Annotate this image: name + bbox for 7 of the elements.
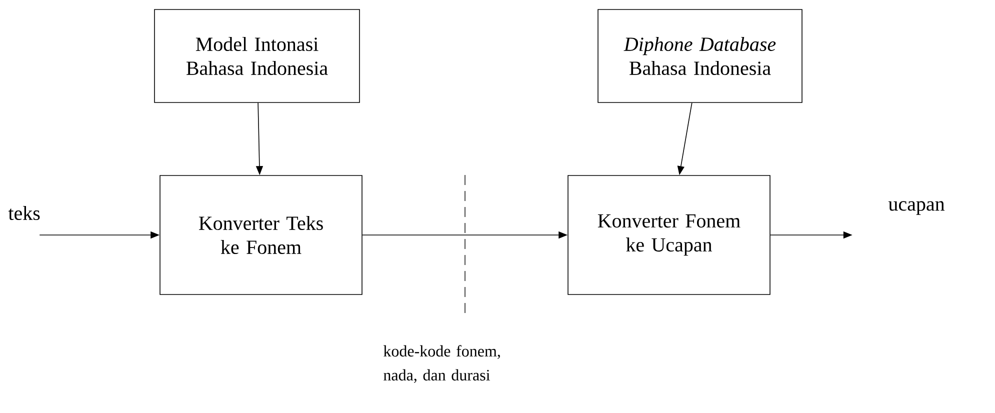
input-label: teks: [8, 206, 40, 220]
converter-box: Konverter Fonem ke Ucapan: [568, 175, 770, 295]
model-box: Model Intonasi Bahasa Indonesia: [154, 9, 360, 103]
database-box: Diphone Database Bahasa Indonesia: [598, 9, 802, 103]
note-text: kode-kode fonem, nada, dan durasi: [384, 345, 500, 383]
converter-box: Konverter Teks ke Fonem: [160, 175, 362, 295]
output-label: ucapan: [888, 201, 945, 215]
